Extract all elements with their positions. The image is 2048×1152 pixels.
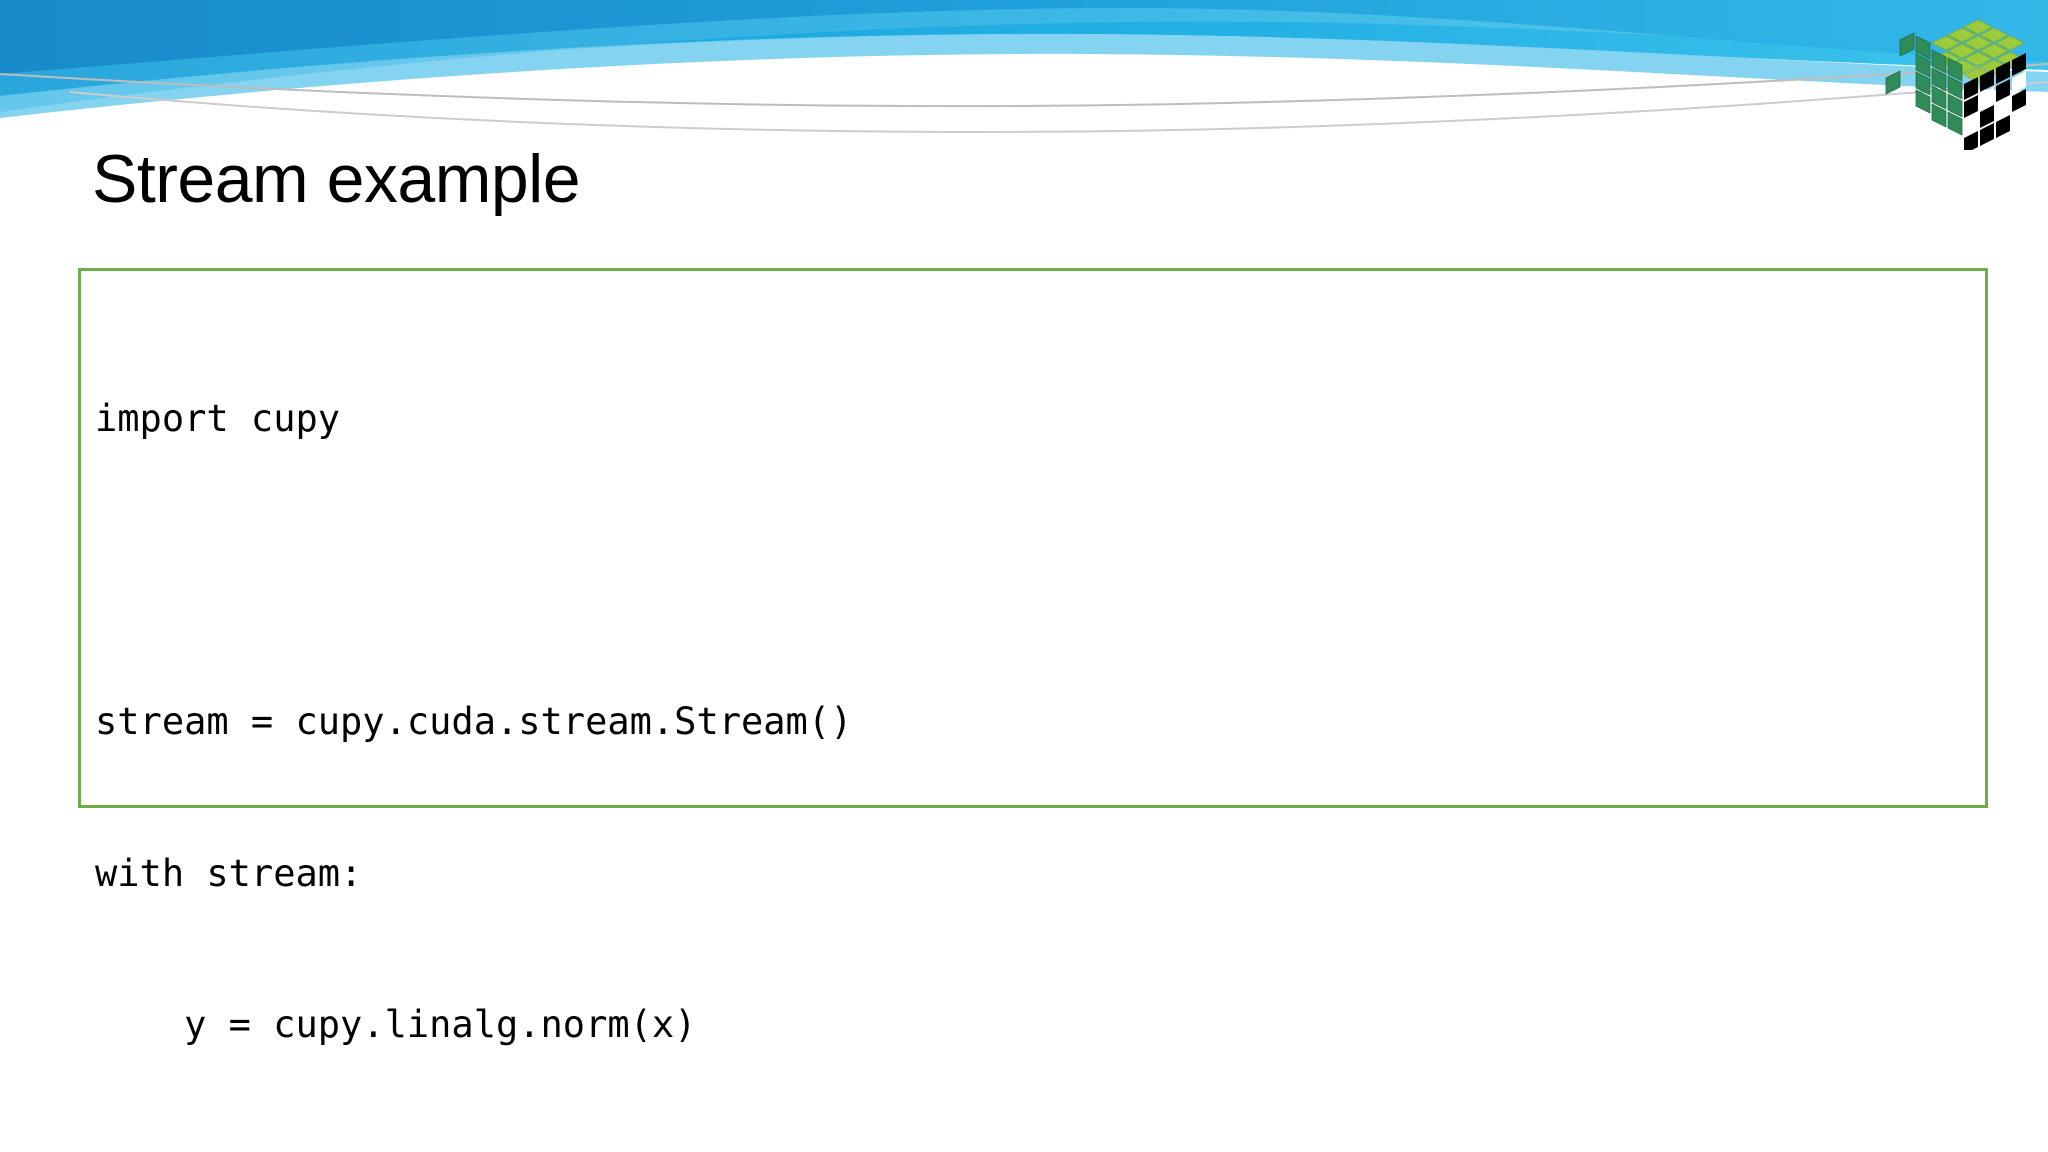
code-line [95, 546, 1985, 597]
cube-left-face [1885, 32, 1963, 136]
wave-layer-dark [0, 0, 2048, 74]
wave-outline-lower [69, 81, 2048, 133]
code-block: import cupy stream = cupy.cuda.stream.St… [78, 268, 1988, 1046]
wave-layer-mid [0, 0, 2048, 112]
code-line: import cupy [95, 397, 341, 440]
code-line: stream = cupy.cuda.stream.Stream() [95, 700, 853, 743]
code-line: y = cupy.linalg.norm(x) [95, 1003, 697, 1046]
code-line: with stream: [95, 851, 363, 895]
cube-right-face [1964, 53, 2026, 150]
wave-accent-light [0, 33, 2048, 118]
code-lines: import cupy stream = cupy.cuda.stream.St… [95, 293, 1985, 1152]
green-black-cube-logo [1872, 0, 2048, 150]
wave-layer-top [0, 0, 2048, 96]
wave-outline-upper [0, 63, 2048, 108]
page-title: Stream example [92, 141, 581, 217]
